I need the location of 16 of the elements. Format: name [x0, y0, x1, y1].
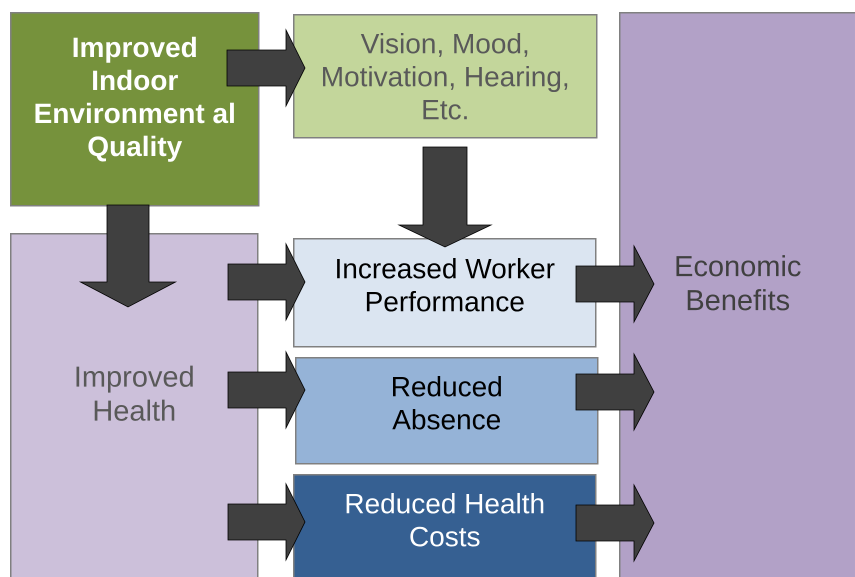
block-arrow [78, 204, 178, 308]
block-arrow [228, 482, 306, 562]
block-arrow [576, 483, 654, 563]
block-arrow [228, 242, 306, 322]
process-box: Vision, Mood, Motivation, Hearing, Etc. [293, 14, 598, 138]
block-arrow [576, 244, 654, 324]
block-arrow [228, 350, 306, 430]
block-arrow [576, 352, 654, 432]
block-arrow [226, 28, 306, 108]
panel: Improved Health [10, 232, 258, 577]
process-box: Reduced Absence [295, 356, 598, 464]
process-box: Increased Worker Performance [293, 238, 596, 348]
process-box: Improved Indoor Environment al Quality [10, 12, 260, 206]
panel: Economic Benefits [619, 12, 855, 577]
block-arrow [397, 146, 493, 248]
process-box: Reduced Health Costs [293, 474, 596, 577]
